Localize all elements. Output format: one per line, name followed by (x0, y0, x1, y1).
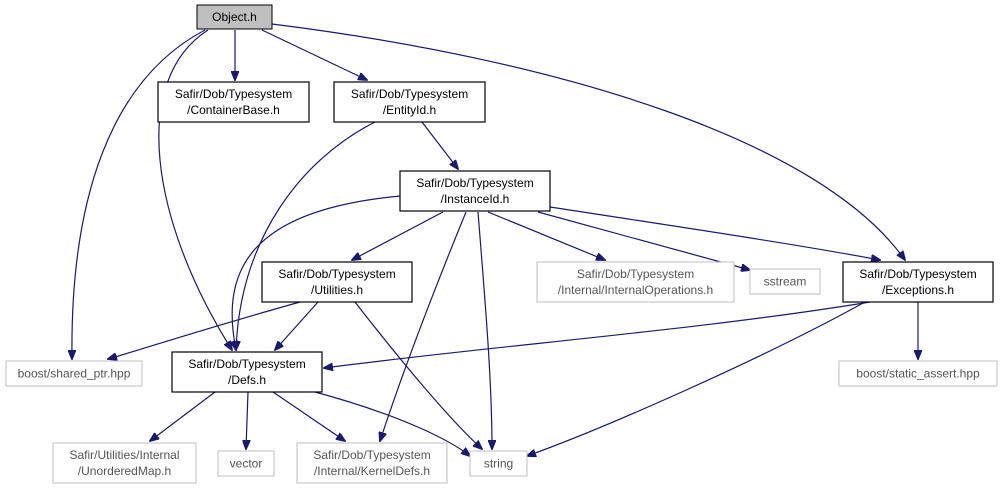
node-instanceid-label-1: /InstanceId.h (441, 192, 510, 206)
node-instanceid-box (399, 170, 551, 212)
edge-defs-to-string (314, 391, 470, 456)
edge-object-to-defs (158, 29, 232, 350)
node-string-label-0: string (484, 457, 513, 471)
node-unorderedmap-label-0: Safir/Utilities/Internal (69, 448, 179, 462)
node-entityid-label-0: Safir/Dob/Typesystem (351, 87, 468, 101)
node-entityid[interactable]: Safir/Dob/Typesystem/EntityId.h (333, 81, 486, 123)
node-string-box (469, 450, 528, 477)
node-internalops-label-1: /Internal/InternalOperations.h (558, 283, 713, 297)
node-object-label-0: Object.h (212, 10, 257, 24)
node-defs-box (171, 351, 323, 393)
edge-defs-to-unorderedmap (150, 391, 216, 441)
node-containerbase-label-0: Safir/Dob/Typesystem (175, 87, 292, 101)
node-kerneldefs-box (296, 442, 448, 484)
node-exceptions[interactable]: Safir/Dob/Typesystem/Exceptions.h (842, 261, 994, 303)
edge-entityid-to-instanceid (421, 121, 458, 169)
node-unorderedmap-box (52, 442, 197, 484)
node-sstream-label-0: sstream (764, 275, 807, 289)
node-unorderedmap[interactable]: Safir/Utilities/Internal/UnorderedMap.h (52, 442, 197, 484)
node-utilities-label-1: /Utilities.h (311, 283, 363, 297)
node-utilities-label-0: Safir/Dob/Typesystem (278, 267, 395, 281)
node-kerneldefs-label-1: /Internal/KernelDefs.h (314, 464, 430, 478)
node-exceptions-label-0: Safir/Dob/Typesystem (859, 267, 976, 281)
node-internalops-box (536, 261, 735, 303)
node-sharedptr-box (5, 360, 143, 387)
edge-defs-to-kerneldefs (272, 391, 345, 441)
edge-utilities-to-sharedptr (108, 301, 301, 359)
edge-object-to-sharedptr (72, 29, 206, 359)
node-instanceid-label-0: Safir/Dob/Typesystem (416, 176, 533, 190)
node-internalops-label-0: Safir/Dob/Typesystem (577, 267, 694, 281)
node-containerbase-box (157, 81, 310, 123)
edge-instanceid-to-string (477, 211, 492, 449)
node-string[interactable]: string (469, 450, 528, 477)
node-entityid-box (333, 81, 486, 123)
edge-instanceid-to-kerneldefs (380, 211, 467, 441)
node-utilities[interactable]: Safir/Dob/Typesystem/Utilities.h (261, 261, 413, 303)
edge-instanceid-to-defs (232, 195, 401, 350)
node-exceptions-box (842, 261, 994, 303)
node-defs-label-1: /Defs.h (228, 373, 266, 387)
node-internalops[interactable]: Safir/Dob/Typesystem/Internal/InternalOp… (536, 261, 735, 303)
node-staticassert[interactable]: boost/static_assert.hpp (838, 360, 998, 387)
edge-utilities-to-string (354, 301, 482, 449)
node-staticassert-box (838, 360, 998, 387)
edge-instanceid-to-utilities (352, 211, 444, 260)
node-staticassert-label-0: boost/static_assert.hpp (856, 367, 980, 381)
edge-exceptions-to-defs (324, 301, 871, 368)
edge-utilities-to-defs (275, 301, 319, 350)
edge-defs-to-vector (246, 391, 248, 449)
node-kerneldefs[interactable]: Safir/Dob/Typesystem/Internal/KernelDefs… (296, 442, 448, 484)
node-kerneldefs-label-0: Safir/Dob/Typesystem (313, 448, 430, 462)
node-sstream[interactable]: sstream (749, 268, 821, 295)
node-containerbase-label-1: /ContainerBase.h (187, 103, 280, 117)
node-defs[interactable]: Safir/Dob/Typesystem/Defs.h (171, 351, 323, 393)
edge-entityid-to-defs (236, 121, 376, 350)
node-exceptions-label-1: /Exceptions.h (882, 283, 954, 297)
edge-exceptions-to-string (527, 301, 866, 456)
node-defs-label-0: Safir/Dob/Typesystem (188, 357, 305, 371)
edge-object-to-entityid (261, 29, 367, 80)
node-object-box (196, 4, 273, 30)
node-vector-box (217, 450, 275, 477)
edge-object-to-exceptions (271, 23, 905, 260)
edge-instanceid-to-exceptions (549, 206, 880, 260)
node-vector-label-0: vector (230, 457, 263, 471)
node-sharedptr-label-0: boost/shared_ptr.hpp (18, 367, 131, 381)
node-containerbase[interactable]: Safir/Dob/Typesystem/ContainerBase.h (157, 81, 310, 123)
node-unorderedmap-label-1: /UnorderedMap.h (78, 464, 171, 478)
node-sharedptr[interactable]: boost/shared_ptr.hpp (5, 360, 143, 387)
node-utilities-box (261, 261, 413, 303)
node-object[interactable]: Object.h (196, 4, 273, 30)
edge-instanceid-to-internalops (487, 211, 605, 260)
edge-instanceid-to-sstream (537, 211, 750, 270)
node-sstream-box (749, 268, 821, 295)
node-entityid-label-1: /EntityId.h (383, 103, 436, 117)
node-vector[interactable]: vector (217, 450, 275, 477)
node-instanceid[interactable]: Safir/Dob/Typesystem/InstanceId.h (399, 170, 551, 212)
